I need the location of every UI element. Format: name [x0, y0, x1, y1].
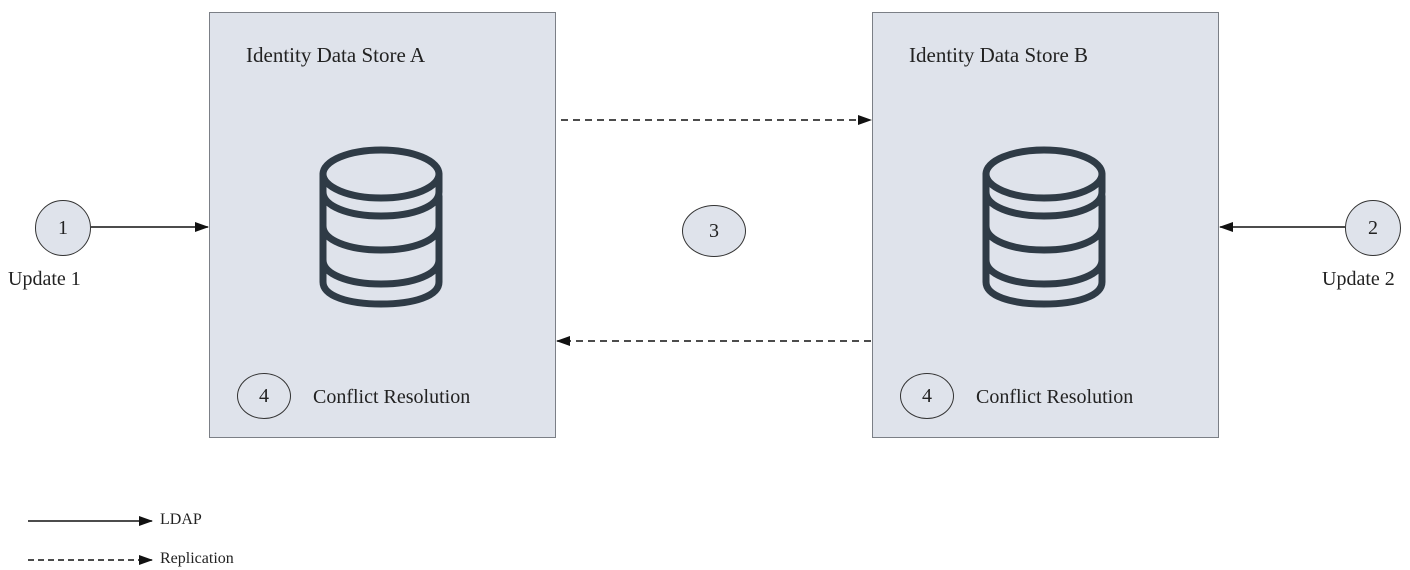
database-icon [319, 146, 443, 308]
step-1-badge: 1 [35, 200, 91, 256]
update-1-label: Update 1 [8, 268, 81, 290]
step-3-badge: 3 [682, 205, 746, 257]
conflict-resolution-label-b: Conflict Resolution [976, 386, 1134, 408]
database-icon [982, 146, 1106, 308]
legend-ldap-label: LDAP [160, 511, 202, 528]
step-4-badge-store-b: 4 [900, 373, 954, 419]
store-a-title: Identity Data Store A [246, 43, 426, 67]
identity-data-store-a: Identity Data Store A 4 Conflict Resolut… [209, 12, 556, 438]
identity-data-store-b: Identity Data Store B 4 Conflict Resolut… [872, 12, 1219, 438]
update-2-label: Update 2 [1322, 268, 1395, 290]
store-b-title: Identity Data Store B [909, 43, 1089, 67]
step-2-badge: 2 [1345, 200, 1401, 256]
legend-replication-label: Replication [160, 550, 234, 567]
step-4-badge-store-a: 4 [237, 373, 291, 419]
conflict-resolution-label-a: Conflict Resolution [313, 386, 471, 408]
